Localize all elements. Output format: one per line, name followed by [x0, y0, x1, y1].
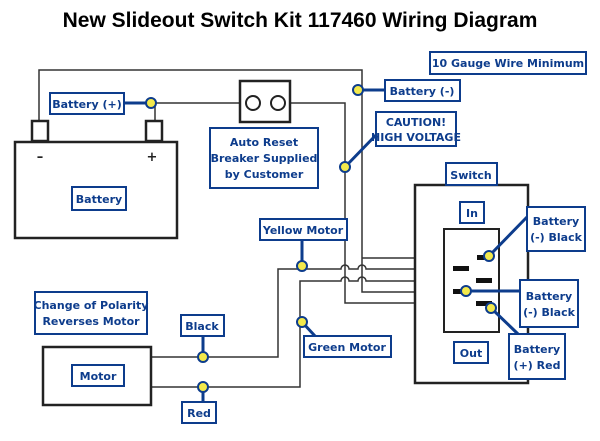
connector-dot [296, 316, 308, 328]
connector-dot [197, 351, 209, 363]
connector-dot [483, 250, 495, 262]
connector-dot [145, 97, 157, 109]
red-wire-box [181, 401, 217, 424]
connector-dot [339, 161, 351, 173]
switch-battery-red-label: (+) Red [514, 359, 561, 372]
connector-dot [296, 260, 308, 272]
battery-negative-terminal [30, 119, 50, 143]
battery-label-box [71, 186, 127, 211]
battery-label: Battery [76, 193, 122, 206]
switch-out-box [453, 341, 489, 364]
switch-terminal [453, 289, 467, 294]
black-motor-wire [203, 264, 468, 358]
battery-plus-label: Battery (+) [52, 98, 121, 111]
switch-terminal [476, 301, 492, 306]
yellow-motor-label: Yellow Motor [262, 224, 344, 237]
polarity-note-line: Change of Polarity [34, 299, 149, 312]
motor: Motor [41, 345, 153, 407]
black-wire-box [180, 314, 225, 337]
green-motor-label: Green Motor [308, 341, 386, 354]
leader-line [343, 133, 378, 169]
breaker: Auto Reset Breaker Supplied by Customer [209, 79, 319, 189]
gauge-label: 10 Gauge Wire Minimum [432, 57, 584, 70]
switch-battery-black-1-label: (-) Black [530, 231, 583, 244]
battery-positive-wire [154, 102, 240, 120]
leader-line [489, 306, 520, 336]
black-wire-label: Black [185, 320, 219, 333]
green-motor-box [303, 335, 392, 358]
yellow-motor-box [259, 218, 348, 241]
negative-sign: – [37, 150, 44, 165]
polarity-note-line: Reverses Motor [42, 315, 140, 328]
breaker-label-box [209, 127, 319, 189]
switch-label: Switch [450, 169, 491, 182]
switch-terminal [453, 266, 469, 271]
switch-battery-black-2-label: Battery [526, 290, 572, 303]
switch-terminal [476, 278, 492, 283]
polarity-note-box [34, 291, 148, 335]
battery-plus-label-box [49, 92, 125, 115]
positive-sign: + [147, 150, 158, 165]
breaker-terminal-icon [245, 95, 261, 111]
breaker-terminal-icon [270, 95, 286, 111]
motor-label-box [71, 364, 125, 387]
connector-dot [460, 285, 472, 297]
battery-negative-wire [38, 69, 470, 293]
red-motor-wire [203, 276, 490, 388]
switch-battery-black-2-label: (-) Black [523, 306, 576, 319]
switch-battery-black-2-box [519, 279, 579, 328]
switch-battery-black-1-box [526, 206, 586, 252]
switch-label-box [445, 162, 498, 186]
breaker-label-line: by Customer [225, 168, 304, 181]
connector-dot [485, 302, 497, 314]
switch-in-label: In [466, 207, 478, 220]
diagram-title: New Slideout Switch Kit 117460 Wiring Di… [63, 9, 538, 32]
switch-rocker [443, 228, 500, 333]
switch-in-box [459, 201, 485, 224]
battery: – + Battery [13, 119, 179, 240]
breaker-label-line: Auto Reset [230, 136, 298, 149]
gauge-label-box [429, 51, 587, 75]
battery-positive-terminal [144, 119, 164, 143]
switch-battery-black-1-label: Battery [533, 215, 579, 228]
connector-dot [352, 84, 364, 96]
connector-dot [197, 381, 209, 393]
caution-label-box [375, 111, 457, 147]
caution-label-line: CAUTION! [386, 116, 446, 129]
breaker-label-line: Breaker Supplied [211, 152, 318, 165]
leader-line [487, 215, 529, 258]
caution-label-line: HIGH VOLTAGE [371, 131, 461, 144]
switch-battery-red-box [508, 333, 566, 380]
battery-minus-label: Battery (-) [390, 85, 455, 98]
switch-battery-red-label: Battery [514, 343, 560, 356]
battery-minus-label-box [384, 79, 461, 102]
switch-out-label: Out [460, 347, 482, 360]
red-wire-label: Red [187, 407, 211, 420]
motor-label: Motor [80, 370, 117, 383]
